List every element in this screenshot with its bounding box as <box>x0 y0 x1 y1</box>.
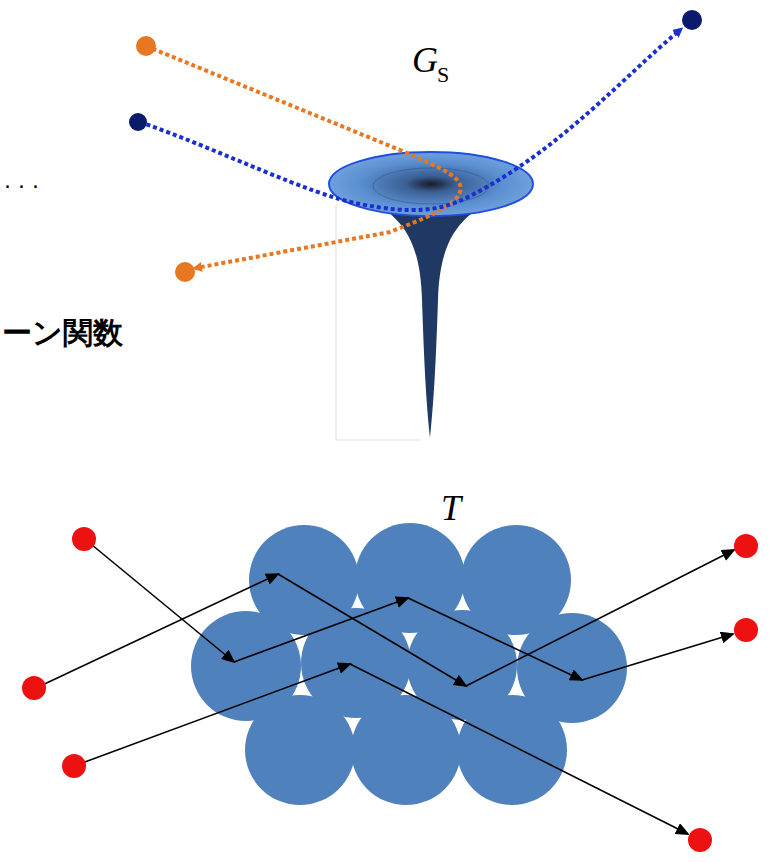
potential-well <box>329 152 533 440</box>
particle <box>22 527 758 852</box>
function-symbol: G <box>412 42 438 78</box>
trajectory <box>140 30 680 268</box>
matrix-symbol: T <box>441 490 461 526</box>
particle <box>175 262 195 282</box>
ellipsis: · · · <box>4 176 39 198</box>
caption-text: ーン関数 <box>2 318 123 348</box>
subscript: S <box>437 64 449 86</box>
particle <box>682 10 702 30</box>
particle <box>136 36 156 56</box>
scattering-path <box>36 540 734 834</box>
scatterer <box>191 523 627 805</box>
particle <box>129 113 147 131</box>
